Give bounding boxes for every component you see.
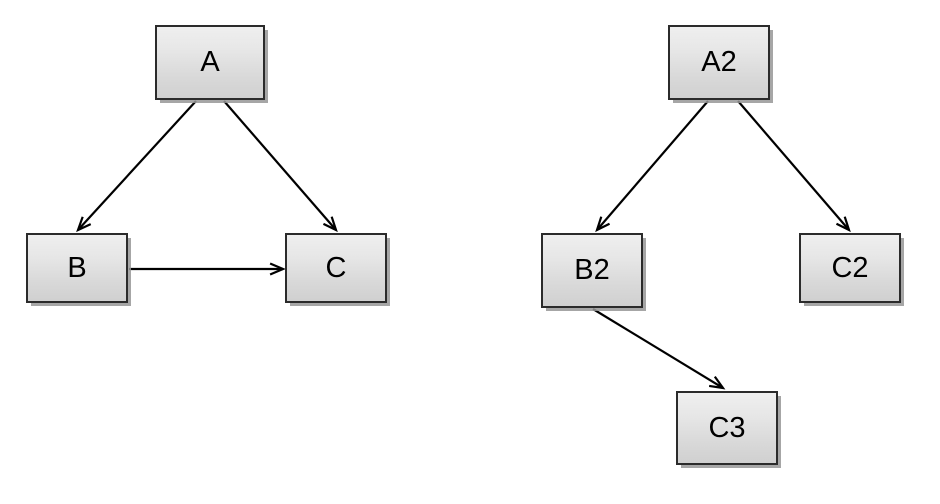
- edge-a2-to-b2: [595, 100, 709, 233]
- node-label: B2: [574, 254, 610, 286]
- arrowhead-icon: [595, 216, 611, 233]
- node-b[interactable]: B: [26, 233, 128, 303]
- arrowhead-icon: [269, 262, 286, 276]
- edge-line: [77, 100, 197, 231]
- arrowhead-icon: [708, 376, 726, 390]
- edge-b-to-c: [129, 262, 286, 276]
- node-label: B: [67, 251, 87, 284]
- edge-a-to-b: [76, 100, 197, 233]
- edge-b2-to-c3: [592, 308, 726, 390]
- arrowhead-icon: [322, 216, 338, 233]
- node-c2[interactable]: C2: [799, 233, 901, 303]
- node-a2[interactable]: A2: [668, 25, 770, 100]
- node-a[interactable]: A: [155, 25, 265, 100]
- node-c[interactable]: C: [285, 233, 387, 303]
- edge-line: [596, 100, 709, 231]
- node-label: C3: [708, 411, 746, 444]
- edge-a2-to-c2: [737, 100, 851, 233]
- edge-line: [223, 100, 337, 231]
- arrowhead-icon: [835, 216, 851, 233]
- edge-line: [592, 308, 724, 389]
- node-label: A2: [701, 46, 737, 78]
- node-label: C: [325, 251, 347, 284]
- edge-line: [737, 100, 850, 231]
- node-c3[interactable]: C3: [676, 391, 778, 465]
- node-label: A: [200, 46, 220, 78]
- node-b2[interactable]: B2: [541, 233, 643, 308]
- edge-a-to-c: [223, 100, 338, 233]
- arrowhead-icon: [76, 216, 92, 233]
- node-label: C2: [831, 251, 869, 284]
